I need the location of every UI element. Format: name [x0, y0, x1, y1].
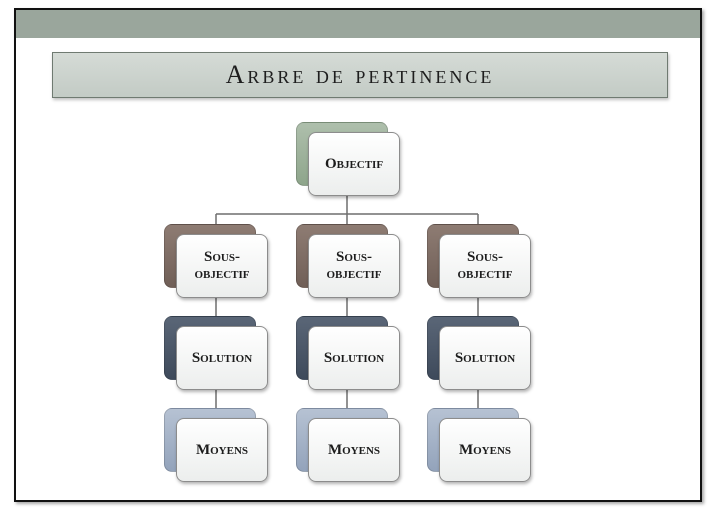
node-moyens-1-label: Moyens — [176, 418, 268, 482]
node-solution-1-label: Solution — [176, 326, 268, 390]
top-band — [16, 10, 700, 38]
node-solution-1: Solution — [164, 316, 268, 392]
node-sous-objectif-1: Sous-objectif — [164, 224, 268, 300]
node-moyens-2: Moyens — [296, 408, 400, 484]
node-moyens-3-label: Moyens — [439, 418, 531, 482]
node-sous-objectif-2: Sous-objectif — [296, 224, 400, 300]
node-moyens-3: Moyens — [427, 408, 531, 484]
node-objectif: Objectif — [296, 122, 400, 198]
node-sous-objectif-3: Sous-objectif — [427, 224, 531, 300]
node-sous-objectif-2-label: Sous-objectif — [308, 234, 400, 298]
slide-title: Arbre de pertinence — [225, 60, 495, 89]
title-bar: Arbre de pertinence — [52, 52, 668, 98]
node-moyens-1: Moyens — [164, 408, 268, 484]
node-solution-2-label: Solution — [308, 326, 400, 390]
node-sous-objectif-1-label: Sous-objectif — [176, 234, 268, 298]
node-sous-objectif-3-label: Sous-objectif — [439, 234, 531, 298]
node-solution-3-label: Solution — [439, 326, 531, 390]
node-solution-2: Solution — [296, 316, 400, 392]
node-moyens-2-label: Moyens — [308, 418, 400, 482]
node-solution-3: Solution — [427, 316, 531, 392]
node-objectif-label: Objectif — [308, 132, 400, 196]
